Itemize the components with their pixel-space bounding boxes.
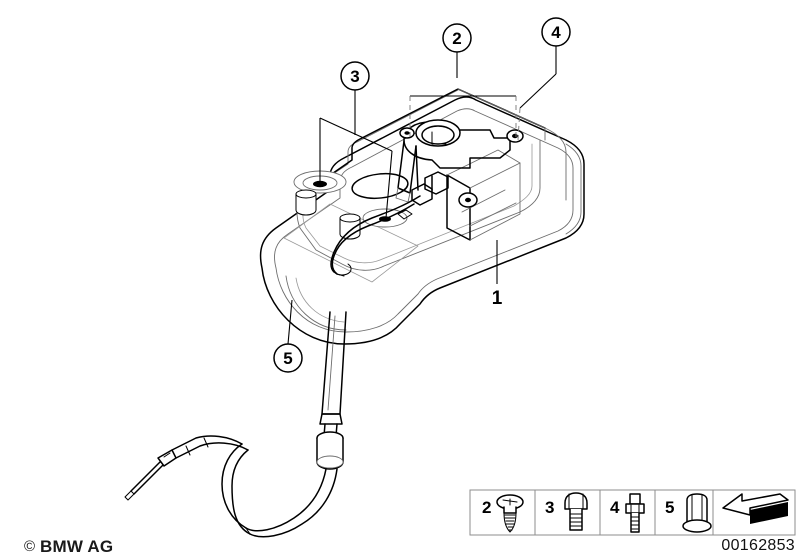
- view-direction-arrow-icon: [722, 493, 789, 524]
- leader-lines: [287, 46, 557, 345]
- locating-pin-upper: [295, 189, 317, 216]
- legend-item-4-number: 4: [610, 498, 620, 517]
- locating-pin-lower: [339, 213, 361, 240]
- pan-head-phillips-screw-icon: [496, 494, 524, 533]
- callout-5-label: 5: [283, 349, 292, 368]
- legend-item-2-number: 2: [482, 498, 491, 517]
- copyright-notice: © BMW AG: [24, 537, 113, 556]
- legend-item-3[interactable]: 3: [545, 492, 588, 531]
- callout-markers: 2 3 4 5 1: [273, 17, 571, 373]
- hex-head-bolt-icon: [564, 492, 588, 531]
- legend-item-2[interactable]: 2: [482, 494, 524, 533]
- callout-3[interactable]: 3: [340, 61, 370, 91]
- copyright-symbol: ©: [24, 538, 35, 555]
- bracket-assembly: [259, 88, 585, 345]
- callout-2-label: 2: [452, 29, 461, 48]
- part-number: 00162853: [721, 537, 795, 554]
- grommet-sleeve-icon: [682, 493, 712, 533]
- callout-1-label: 1: [492, 288, 503, 309]
- hex-bolt-with-collar-icon: [625, 493, 645, 533]
- copyright-label: BMW AG: [40, 537, 113, 556]
- callout-5[interactable]: 5: [273, 343, 303, 373]
- legend-item-5[interactable]: 5: [665, 493, 712, 533]
- legend-item-3-number: 3: [545, 498, 554, 517]
- callout-3-label: 3: [350, 67, 359, 86]
- legend-item-4[interactable]: 4: [610, 493, 645, 533]
- callout-4-label: 4: [551, 23, 561, 42]
- ratchet-plate: [399, 119, 524, 169]
- legend: 2 3 4: [469, 489, 796, 536]
- legend-item-5-number: 5: [665, 498, 674, 517]
- callout-4[interactable]: 4: [541, 17, 571, 47]
- callout-2[interactable]: 2: [442, 23, 472, 53]
- cable-damper: [316, 431, 344, 470]
- bowden-cable-assembly: [124, 311, 347, 538]
